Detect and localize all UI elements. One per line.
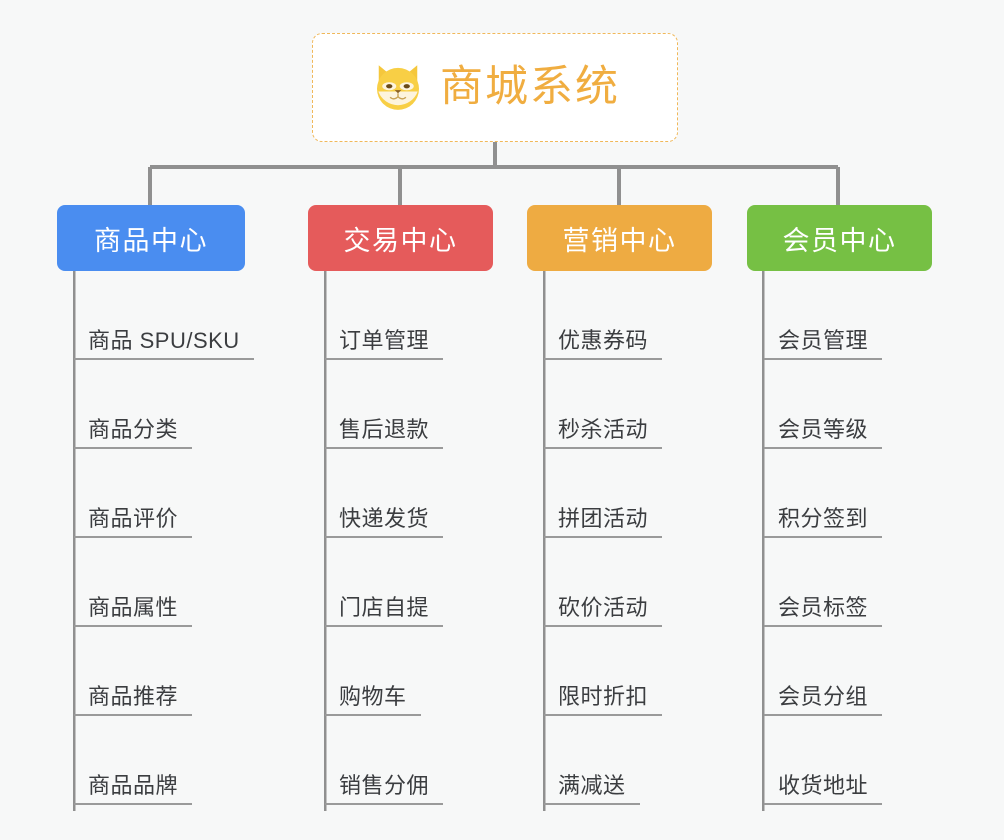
leaf-item[interactable]: 会员管理 (747, 271, 932, 360)
leaf-item[interactable]: 会员等级 (747, 360, 932, 449)
leaf-label: 销售分佣 (339, 773, 430, 798)
leaf-item[interactable]: 砍价活动 (527, 538, 712, 627)
leaf-label: 订单管理 (339, 328, 430, 353)
leaf-label: 商品属性 (88, 595, 179, 620)
leaf-item[interactable]: 销售分佣 (308, 716, 493, 805)
leaf-item[interactable]: 会员分组 (747, 627, 932, 716)
branch-header-label: 交易中心 (343, 225, 458, 256)
leaf-label: 购物车 (339, 684, 407, 709)
leaf-label: 秒杀活动 (558, 417, 649, 442)
leaf-list-trade-center: 订单管理 售后退款 快递发货 门店自提 购物车 销售分佣 (308, 271, 493, 805)
leaf-label: 砍价活动 (558, 595, 649, 620)
branch-header-product-center[interactable]: 商品中心 (57, 205, 245, 271)
branch-header-label: 营销中心 (562, 225, 677, 256)
leaf-list-member-center: 会员管理 会员等级 积分签到 会员标签 会员分组 收货地址 (747, 271, 932, 805)
leaf-item[interactable]: 商品分类 (57, 360, 245, 449)
branch-header-label: 会员中心 (782, 225, 897, 256)
leaf-item[interactable]: 购物车 (308, 627, 493, 716)
leaf-label: 满减送 (558, 773, 626, 798)
leaf-item[interactable]: 拼团活动 (527, 449, 712, 538)
leaf-item[interactable]: 会员标签 (747, 538, 932, 627)
leaf-item[interactable]: 商品 SPU/SKU (57, 271, 254, 360)
leaf-label: 商品 SPU/SKU (88, 328, 240, 353)
branch-header-label: 商品中心 (94, 225, 208, 256)
leaf-label: 会员等级 (778, 417, 869, 442)
leaf-label: 商品分类 (88, 417, 179, 442)
leaf-label: 优惠券码 (558, 328, 649, 353)
leaf-list-marketing-center: 优惠券码 秒杀活动 拼团活动 砍价活动 限时折扣 满减送 (527, 271, 712, 805)
root-node[interactable]: 商城系统 (312, 33, 678, 142)
leaf-label: 拼团活动 (558, 506, 649, 531)
branch-member-center: 会员中心 会员管理 会员等级 积分签到 会员标签 会员分组 收货地址 (747, 205, 932, 805)
leaf-item[interactable]: 订单管理 (308, 271, 493, 360)
leaf-item[interactable]: 优惠券码 (527, 271, 712, 360)
leaf-label: 售后退款 (339, 417, 430, 442)
leaf-item[interactable]: 收货地址 (747, 716, 932, 805)
leaf-item[interactable]: 售后退款 (308, 360, 493, 449)
leaf-item[interactable]: 满减送 (527, 716, 712, 805)
branch-trade-center: 交易中心 订单管理 售后退款 快递发货 门店自提 购物车 销售分佣 (308, 205, 493, 805)
leaf-item[interactable]: 商品品牌 (57, 716, 245, 805)
leaf-item[interactable]: 限时折扣 (527, 627, 712, 716)
leaf-item[interactable]: 商品推荐 (57, 627, 245, 716)
root-title: 商城系统 (440, 63, 620, 111)
leaf-label: 会员标签 (778, 595, 869, 620)
branch-header-member-center[interactable]: 会员中心 (747, 205, 932, 271)
leaf-item[interactable]: 商品属性 (57, 538, 245, 627)
leaf-label: 限时折扣 (558, 684, 649, 709)
leaf-item[interactable]: 门店自提 (308, 538, 493, 627)
leaf-label: 快递发货 (339, 506, 430, 531)
leaf-label: 商品推荐 (88, 684, 179, 709)
leaf-label: 门店自提 (339, 595, 430, 620)
leaf-label: 收货地址 (778, 773, 869, 798)
leaf-item[interactable]: 商品评价 (57, 449, 245, 538)
branch-header-trade-center[interactable]: 交易中心 (308, 205, 493, 271)
leaf-list-product-center: 商品 SPU/SKU 商品分类 商品评价 商品属性 商品推荐 商品品牌 (57, 271, 254, 805)
leaf-item[interactable]: 快递发货 (308, 449, 493, 538)
branch-marketing-center: 营销中心 优惠券码 秒杀活动 拼团活动 砍价活动 限时折扣 满减送 (527, 205, 712, 805)
leaf-label: 商品评价 (88, 506, 179, 531)
branch-product-center: 商品中心 商品 SPU/SKU 商品分类 商品评价 商品属性 商品推荐 商品品牌 (57, 205, 254, 805)
leaf-label: 积分签到 (778, 506, 869, 531)
dog-face-icon (377, 64, 419, 110)
leaf-label: 商品品牌 (88, 773, 179, 798)
leaf-item[interactable]: 积分签到 (747, 449, 932, 538)
leaf-label: 会员管理 (778, 328, 869, 353)
branch-header-marketing-center[interactable]: 营销中心 (527, 205, 712, 271)
leaf-label: 会员分组 (778, 684, 869, 709)
leaf-item[interactable]: 秒杀活动 (527, 360, 712, 449)
